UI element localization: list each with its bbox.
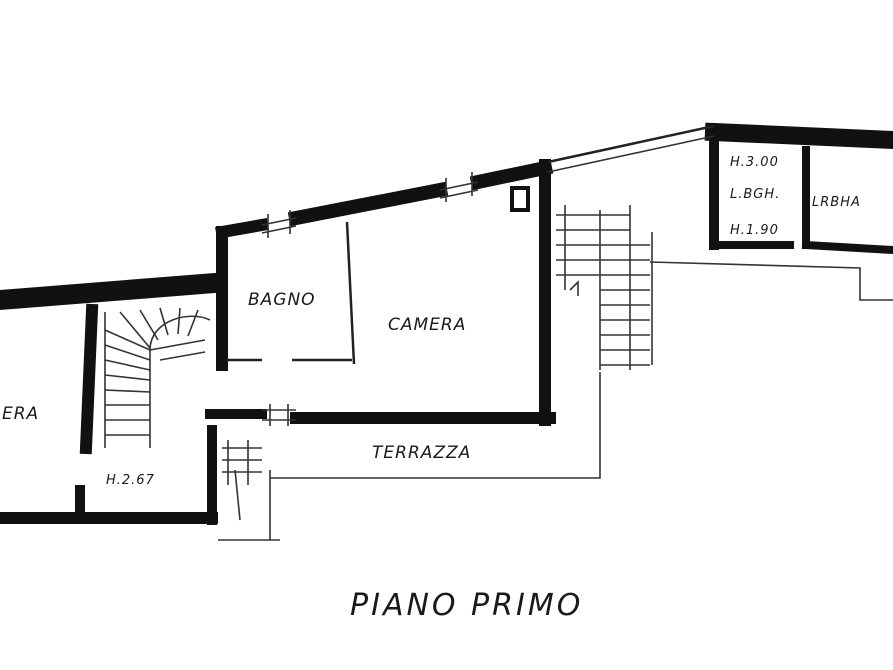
roof-edge-2 [547,135,715,173]
landing-steps [222,440,262,485]
wall-bagno-top [215,218,269,239]
wall-right-bottom [710,240,893,255]
wall-bagno-top-2 [287,181,449,227]
wall-stair-left [79,303,99,455]
bagno-label: BAGNO [248,290,316,310]
landing-height-label: H.2.67 [106,473,155,488]
wall-right-top [704,122,893,150]
right-room-label: LRBHA [812,195,861,210]
spiral-outline [104,312,211,448]
plan-title: PIANO PRIMO [350,588,583,623]
spiral-stair [104,307,211,448]
outdoor-stair [556,205,653,370]
small-room-line1: H.3.00 [730,155,779,170]
windows [261,124,715,426]
terrazza-label: TERRAZZA [372,443,471,463]
window-camera [439,172,479,202]
wall-partition [345,221,356,365]
chimney [510,186,530,212]
walls [0,122,893,525]
camera-label: CAMERA [388,315,466,335]
labels: ERA BAGNO CAMERA TERRAZZA H.2.67 H.3.00 … [2,155,861,623]
small-room-line3: H.1.90 [730,223,779,238]
window-terrazza [262,404,296,426]
wall-camera-top [469,159,554,191]
roof-edge [547,124,715,164]
terrace-outline [218,261,893,541]
window-bagno [261,210,297,238]
wall-left-top [0,272,226,311]
small-room-line2: L.BGH. [730,187,780,202]
left-room-label: ERA [2,404,39,424]
spiral-treads [104,307,206,436]
